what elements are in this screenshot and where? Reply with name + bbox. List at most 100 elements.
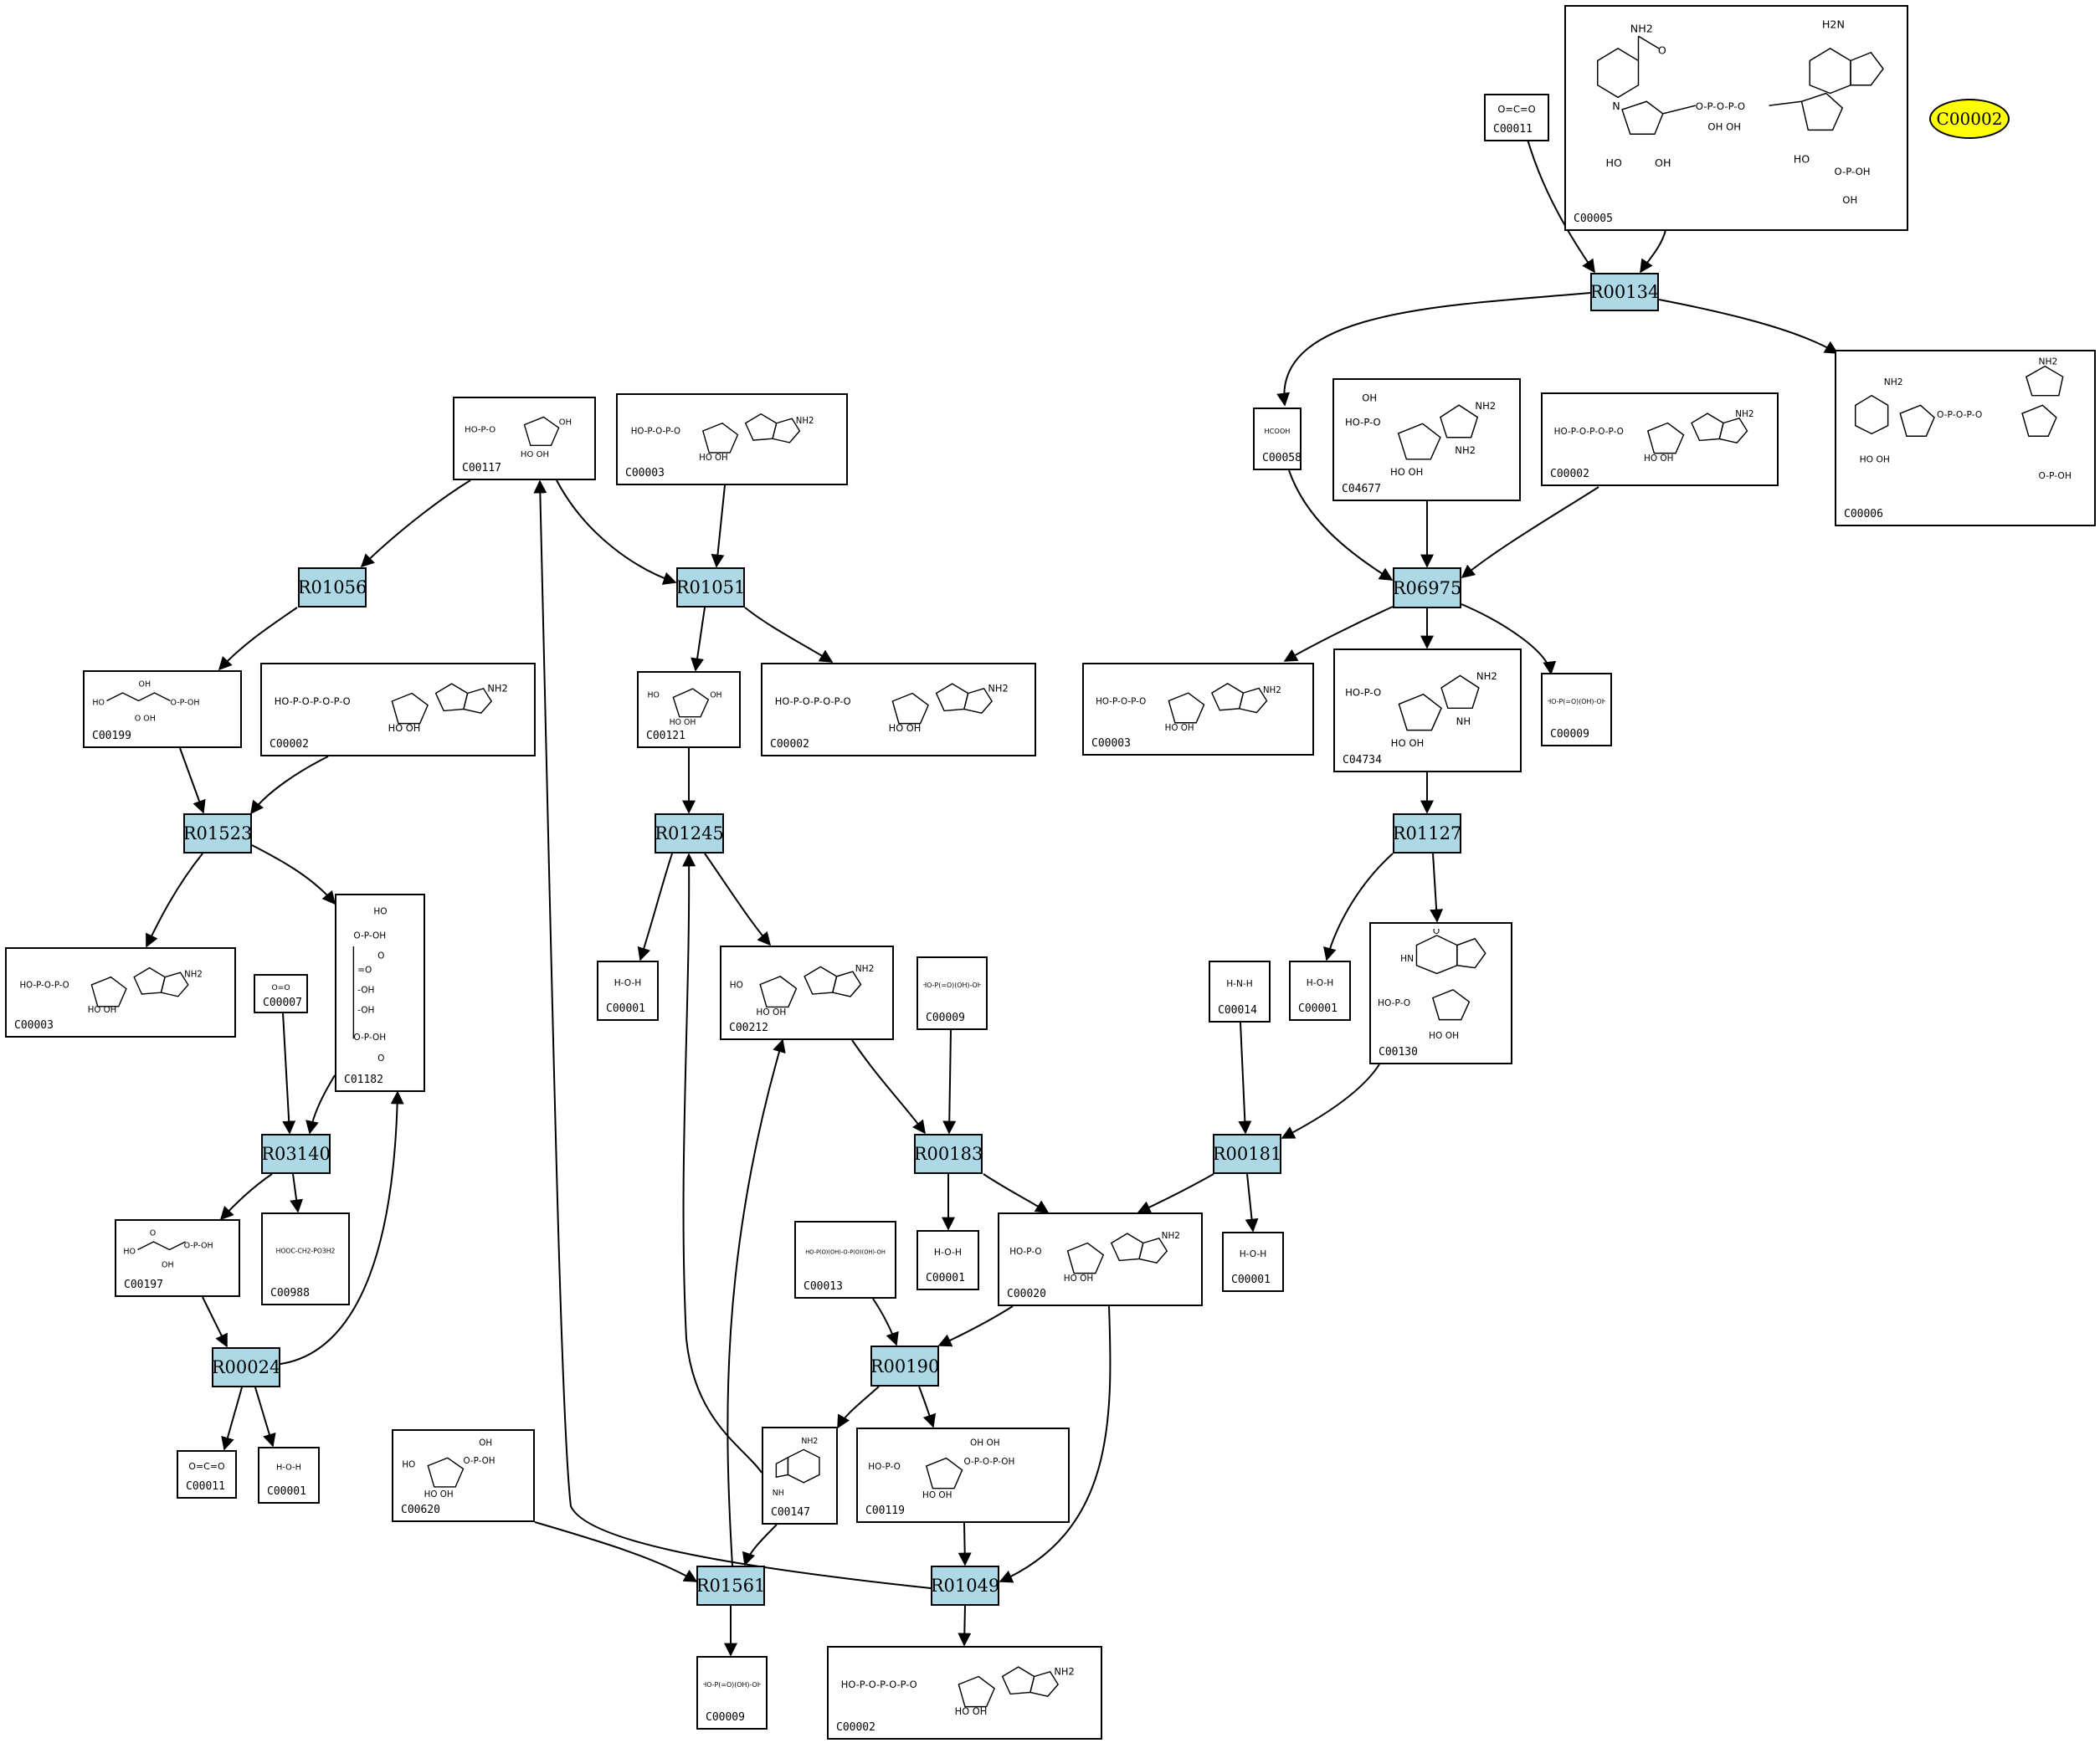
reaction-label: R01049 bbox=[930, 1576, 1000, 1596]
compound-c00002-b[interactable]: HO-P-O-P-O-P-O NH2 HO OH C00002 bbox=[761, 663, 1036, 756]
compound-c00002-c[interactable]: HO-P-O-P-O-P-O NH2 HO OH C00002 bbox=[260, 663, 536, 756]
compound-c00001-b[interactable]: H-O-H C00001 bbox=[1289, 961, 1351, 1021]
compound-c00212[interactable]: HO NH2 HO OH C00212 bbox=[720, 946, 894, 1040]
compound-c00121[interactable]: HO OH HO OH C00121 bbox=[637, 671, 741, 748]
compound-c00001-a[interactable]: H-O-H C00001 bbox=[597, 961, 659, 1021]
reaction-r01127[interactable]: R01127 bbox=[1393, 813, 1461, 854]
structure-c04734: HO-P-O NH2 NH HO OH bbox=[1340, 655, 1515, 749]
compound-c00001-e[interactable]: H-O-H C00001 bbox=[258, 1447, 320, 1504]
svg-text:O: O bbox=[377, 1053, 384, 1064]
compound-c00001-c[interactable]: H-O-H C00001 bbox=[917, 1230, 979, 1290]
svg-text:HCOOH: HCOOH bbox=[1265, 427, 1291, 435]
svg-text:O-P-OH: O-P-OH bbox=[464, 1456, 495, 1466]
compound-c00003-b[interactable]: HO-P-O-P-O NH2 HO OH C00003 bbox=[616, 393, 848, 485]
svg-text:O-P-OH: O-P-OH bbox=[2039, 470, 2072, 481]
edge-arrow bbox=[1658, 299, 1839, 354]
svg-text:HO: HO bbox=[730, 980, 743, 990]
edge-arrow bbox=[221, 1387, 243, 1451]
edge-arrow bbox=[937, 1305, 1014, 1347]
compound-c00058[interactable]: HCOOH C00058 bbox=[1253, 408, 1302, 470]
compound-c00988[interactable]: HOOC-CH2-PO3H2 C00988 bbox=[261, 1212, 350, 1305]
reaction-r01523[interactable]: R01523 bbox=[183, 813, 252, 854]
svg-text:H-N-H: H-N-H bbox=[1226, 978, 1253, 989]
compound-c00119[interactable]: HO-P-O O-P-O-P-OH OH OH HO OH C00119 bbox=[856, 1428, 1070, 1523]
compound-id: C04734 bbox=[1343, 754, 1382, 766]
svg-text:HO OH: HO OH bbox=[88, 1006, 116, 1014]
svg-text:O: O bbox=[1433, 929, 1440, 936]
edge-arrow bbox=[1288, 469, 1394, 581]
svg-text:HO OH: HO OH bbox=[699, 454, 728, 462]
compound-id: C00117 bbox=[462, 462, 501, 474]
svg-text:HO-P-O-P-O-P-O: HO-P-O-P-O-P-O bbox=[841, 1679, 917, 1690]
reaction-r00024[interactable]: R00024 bbox=[212, 1347, 280, 1387]
svg-text:HO: HO bbox=[1606, 156, 1623, 169]
compound-c00009-a[interactable]: HO-P(=O)(OH)-OH C00009 bbox=[1541, 673, 1612, 746]
reaction-r01245[interactable]: R01245 bbox=[655, 813, 724, 854]
svg-text:HO-P-O-P-O: HO-P-O-P-O bbox=[631, 428, 680, 437]
svg-text:HN: HN bbox=[1400, 953, 1414, 964]
structure-c00620: HO O-P-OH OH HO OH bbox=[398, 1436, 528, 1499]
compound-c00009-b[interactable]: HO-P(=O)(OH)-OH C00009 bbox=[917, 956, 988, 1030]
svg-text:O-P-O-P-O: O-P-O-P-O bbox=[1696, 100, 1745, 112]
reaction-r00181[interactable]: R00181 bbox=[1213, 1134, 1281, 1174]
compound-c00003-c[interactable]: HO-P-O-P-O NH2 HO OH C00003 bbox=[5, 947, 236, 1038]
compound-c00014[interactable]: H-N-H C00014 bbox=[1209, 961, 1271, 1023]
compound-c00147[interactable]: NH2 NH C00147 bbox=[762, 1427, 838, 1525]
svg-text:NH2: NH2 bbox=[1162, 1231, 1180, 1241]
edge-arrow bbox=[290, 1173, 304, 1213]
compound-c00020[interactable]: HO-P-O NH2 HO OH C00020 bbox=[998, 1212, 1203, 1306]
reaction-r03140[interactable]: R03140 bbox=[261, 1134, 331, 1174]
compound-c00011-top[interactable]: O=C=O C00011 bbox=[1484, 94, 1549, 141]
compound-id: C00005 bbox=[1574, 213, 1613, 225]
compound-c00006[interactable]: NH2 O-P-O-P-O NH2 HO OH O-P-OH C00006 bbox=[1835, 350, 2096, 526]
reaction-r06975[interactable]: R06975 bbox=[1393, 567, 1461, 608]
compound-id: C04677 bbox=[1342, 483, 1381, 495]
svg-text:HO OH: HO OH bbox=[1644, 454, 1673, 463]
svg-text:HO-P-O: HO-P-O bbox=[1378, 997, 1410, 1008]
compound-c01182[interactable]: HO O-P-OH O =O -OH -OH O-P-OH O C01182 bbox=[335, 894, 425, 1092]
compound-c04677[interactable]: HO-P-O OH NH2 NH2 HO OH C04677 bbox=[1332, 378, 1521, 501]
svg-text:HO-P-O: HO-P-O bbox=[1345, 416, 1381, 428]
reaction-r01561[interactable]: R01561 bbox=[696, 1566, 765, 1606]
compound-c00009-c[interactable]: HO-P(=O)(OH)-OH C00009 bbox=[696, 1656, 768, 1730]
compound-c04734[interactable]: HO-P-O NH2 NH HO OH C04734 bbox=[1333, 648, 1522, 772]
compound-c00620[interactable]: HO O-P-OH OH HO OH C00620 bbox=[392, 1429, 535, 1522]
svg-text:O-P-OH: O-P-OH bbox=[171, 698, 200, 707]
edge-arrow bbox=[202, 1296, 228, 1348]
compound-c00199[interactable]: HO OH O OH O-P-OH C00199 bbox=[83, 670, 242, 748]
compound-c00013[interactable]: HO-P(O)(OH)-O-P(O)(OH)-OH C00013 bbox=[794, 1221, 896, 1299]
compound-c00011-bottom[interactable]: O=C=O C00011 bbox=[177, 1450, 237, 1499]
compound-id: C00003 bbox=[14, 1019, 54, 1032]
compound-id: C00001 bbox=[1298, 1002, 1338, 1015]
compound-c00003-a[interactable]: HO-P-O-P-O NH2 HO OH C00003 bbox=[1082, 663, 1314, 756]
compound-c00002-d[interactable]: HO-P-O-P-O-P-O NH2 HO OH C00002 bbox=[827, 1646, 1102, 1740]
reaction-r00183[interactable]: R00183 bbox=[914, 1134, 983, 1174]
reaction-r01056[interactable]: R01056 bbox=[298, 567, 367, 607]
svg-text:HO: HO bbox=[402, 1460, 415, 1470]
edge-arrow bbox=[1276, 292, 1591, 407]
compound-id: C00009 bbox=[706, 1711, 745, 1724]
svg-text:H-O-H: H-O-H bbox=[934, 1247, 962, 1258]
compound-c00130[interactable]: O HN HO-P-O HO OH C00130 bbox=[1369, 922, 1512, 1064]
svg-text:HO-P(=O)(OH)-OH: HO-P(=O)(OH)-OH bbox=[703, 1681, 761, 1689]
compound-c00002-a[interactable]: HO-P-O-P-O-P-O NH2 HO OH C00002 bbox=[1541, 392, 1779, 486]
svg-text:-OH: -OH bbox=[357, 1006, 374, 1016]
target-compound-c00002[interactable]: C00002 bbox=[1929, 99, 2010, 139]
edge-arrow bbox=[282, 1012, 296, 1135]
reaction-r01051[interactable]: R01051 bbox=[676, 567, 745, 607]
structure-c00020: HO-P-O NH2 HO OH bbox=[1004, 1219, 1196, 1283]
reaction-r00134[interactable]: R00134 bbox=[1590, 273, 1659, 311]
edge-arrow bbox=[533, 479, 932, 1589]
compound-id: C00011 bbox=[1493, 123, 1533, 136]
edge-arrow bbox=[851, 1039, 926, 1135]
svg-text:HO-P-O-P-O: HO-P-O-P-O bbox=[20, 982, 69, 991]
svg-text:O-P-O-P-OH: O-P-O-P-OH bbox=[963, 1457, 1014, 1467]
compound-c00197[interactable]: HO O OH O-P-OH C00197 bbox=[115, 1219, 240, 1297]
edge-arrow bbox=[872, 1298, 899, 1346]
reaction-r00190[interactable]: R00190 bbox=[870, 1346, 939, 1387]
compound-c00001-d[interactable]: H-O-H C00001 bbox=[1222, 1232, 1284, 1292]
compound-c00117[interactable]: HO-P-O OH HO OH C00117 bbox=[453, 397, 596, 480]
reaction-r01049[interactable]: R01049 bbox=[931, 1566, 999, 1606]
compound-c00007[interactable]: O=O C00007 bbox=[254, 974, 308, 1013]
